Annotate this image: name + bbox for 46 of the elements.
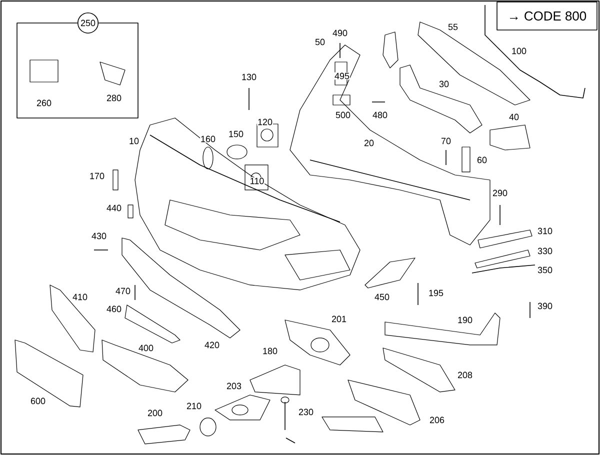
callout-number: 495 bbox=[334, 72, 350, 80]
callout-number: 470 bbox=[115, 287, 131, 295]
callout-number: 500 bbox=[335, 111, 351, 119]
callout-number: 206 bbox=[429, 416, 445, 424]
callout-number: 450 bbox=[374, 293, 390, 301]
callout-number: 350 bbox=[537, 266, 553, 274]
callout-number: 100 bbox=[511, 47, 527, 55]
callout-number: 460 bbox=[106, 305, 122, 313]
callout-number: 130 bbox=[241, 73, 257, 81]
callout-number: 420 bbox=[204, 341, 220, 349]
callout-number: 480 bbox=[372, 111, 388, 119]
callout-number: 390 bbox=[537, 302, 553, 310]
callout-number: 180 bbox=[262, 347, 278, 355]
callout-number: 440 bbox=[106, 204, 122, 212]
callout-number: 120 bbox=[257, 118, 273, 126]
callout-number: 110 bbox=[249, 177, 265, 185]
callout-number: 40 bbox=[508, 113, 520, 121]
callout-number: 20 bbox=[364, 139, 374, 147]
callout-number: 260 bbox=[36, 100, 52, 106]
callout-number: 195 bbox=[428, 289, 444, 297]
callout-number: 201 bbox=[331, 315, 347, 323]
callout-number: 190 bbox=[457, 316, 473, 324]
callout-number: 430 bbox=[91, 232, 107, 240]
callout-number: 10 bbox=[128, 137, 140, 145]
callout-number: 150 bbox=[228, 130, 244, 138]
callout-number: 490 bbox=[332, 29, 348, 37]
callout-number: 50 bbox=[314, 38, 326, 46]
callout-number: 60 bbox=[476, 156, 488, 164]
callout-number: 30 bbox=[438, 80, 450, 88]
callout-number: 200 bbox=[147, 409, 163, 417]
callout-number: 600 bbox=[30, 397, 46, 405]
callout-number: 400 bbox=[138, 344, 154, 352]
callout-number: 290 bbox=[492, 189, 508, 197]
callout-number: 280 bbox=[106, 94, 122, 102]
callout-number: 70 bbox=[440, 137, 452, 145]
callout-number: 170 bbox=[89, 172, 105, 180]
callout-number: 310 bbox=[537, 227, 553, 235]
callout-number: 55 bbox=[448, 23, 458, 31]
callout-number: 330 bbox=[537, 247, 553, 255]
callout-number: 208 bbox=[457, 371, 473, 379]
callout-number: 410 bbox=[72, 293, 88, 301]
callout-number: 210 bbox=[186, 402, 202, 410]
callout-number: 160 bbox=[200, 135, 216, 143]
code-box: → CODE 800 bbox=[496, 2, 598, 30]
callout-number: 230 bbox=[298, 408, 314, 416]
callout-number: 203 bbox=[226, 382, 242, 390]
